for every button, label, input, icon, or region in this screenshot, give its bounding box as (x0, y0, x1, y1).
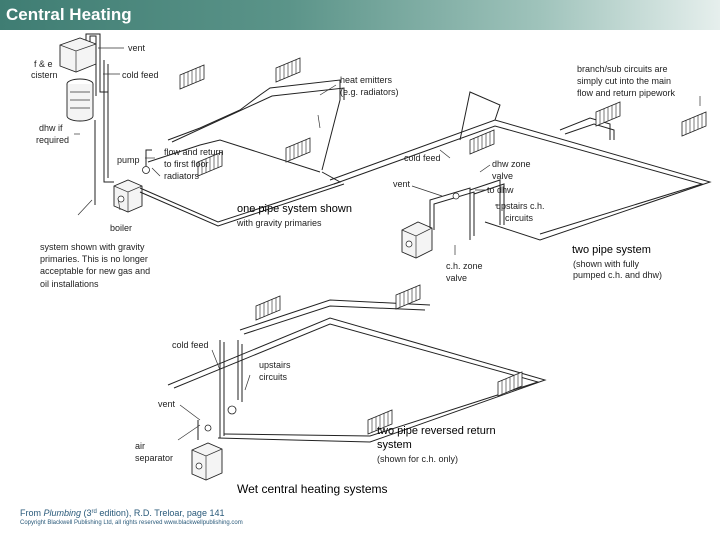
ch-zone-label: c.h. zone (446, 261, 483, 271)
dhw-required-label-2: required (36, 135, 69, 145)
radiator-6 (595, 101, 621, 127)
one-pipe-heading: one pipe system shown (237, 203, 352, 215)
branch-note-3: flow and return pipework (577, 88, 676, 98)
reversed-sub: (shown for c.h. only) (377, 454, 458, 464)
flow-return-label-2: to first floor (164, 159, 209, 169)
branch-note-2: simply cut into the main (577, 76, 671, 86)
page-title: Central Heating (6, 5, 132, 24)
fe-cistern (59, 37, 97, 73)
reversed-return-diagram: cold feed upstairs circuits vent air sep… (135, 284, 547, 481)
one-pipe-note-4: oil installations (40, 279, 99, 289)
air-separator-label: air (135, 441, 145, 451)
radiator-7 (681, 111, 707, 137)
reversed-heading-2: system (377, 439, 412, 451)
reversed-cold-feed-label: cold feed (172, 340, 209, 350)
heat-emitters-label-2: (e.g. radiators) (340, 87, 399, 97)
two-pipe-sub-2: pumped c.h. and dhw) (573, 270, 662, 280)
dhw-zone-label-2: valve (492, 171, 513, 181)
dhw-zone-label: dhw zone (492, 159, 531, 169)
dhw-required-label: dhw if (39, 123, 63, 133)
fe-cistern-label: f & e (34, 59, 53, 69)
boiler-reversed (191, 442, 223, 481)
two-pipe-vent-label: vent (393, 179, 411, 189)
radiator-8 (255, 295, 281, 321)
ch-zone-label-2: valve (446, 273, 467, 283)
boiler-one-pipe (113, 179, 143, 213)
to-dhw-label: to dhw (487, 185, 514, 195)
one-pipe-subheading: with gravity primaries (236, 218, 322, 228)
reversed-upstairs-label-2: circuits (259, 372, 288, 382)
two-pipe-system-diagram: branch/sub circuits are simply cut into … (329, 64, 712, 283)
air-separator-label-2: separator (135, 453, 173, 463)
copyright-notice: Copyright Blackwell Publishing Ltd, all … (20, 520, 243, 526)
cold-feed-label: cold feed (122, 70, 159, 80)
heat-emitters-label: heat emitters (340, 75, 393, 85)
upstairs-ch-label-2: circuits (505, 213, 534, 223)
one-pipe-system-diagram: vent f & e cistern cold feed heat emitte… (31, 33, 399, 289)
one-pipe-note-1: system shown with gravity (40, 242, 145, 252)
title-bar: Central Heating (0, 0, 720, 30)
radiator-9 (395, 284, 421, 310)
diagram-caption: Wet central heating systems (237, 482, 388, 496)
radiator-1 (179, 64, 205, 90)
radiator-3 (285, 137, 311, 163)
vent-label: vent (128, 43, 146, 53)
reversed-vent-label: vent (158, 399, 176, 409)
boiler-two-pipe (401, 221, 433, 259)
two-pipe-sub-1: (shown with fully (573, 259, 640, 269)
reversed-heading-1: two pipe reversed return (377, 425, 496, 437)
fe-cistern-label-2: cistern (31, 70, 58, 80)
air-separator-symbol (227, 405, 237, 415)
pump-label: pump (117, 155, 140, 165)
one-pipe-note-3: acceptable for new gas and (40, 266, 150, 276)
radiator-2 (275, 57, 301, 83)
branch-note-1: branch/sub circuits are (577, 64, 668, 74)
dhw-cylinder (66, 78, 94, 122)
source-citation: From Plumbing (3rd edition), R.D. Treloa… (20, 508, 224, 518)
two-pipe-cold-feed-label: cold feed (404, 153, 441, 163)
one-pipe-note-2: primaries. This is no longer (40, 254, 148, 264)
flow-return-label: flow and return (164, 147, 224, 157)
pump-symbol (142, 166, 150, 174)
reversed-upstairs-label: upstairs (259, 360, 291, 370)
boiler-label: boiler (110, 223, 132, 233)
upstairs-ch-label: upstairs c.h. (496, 201, 545, 211)
flow-return-label-3: radiators (164, 171, 200, 181)
two-pipe-heading: two pipe system (572, 244, 651, 256)
